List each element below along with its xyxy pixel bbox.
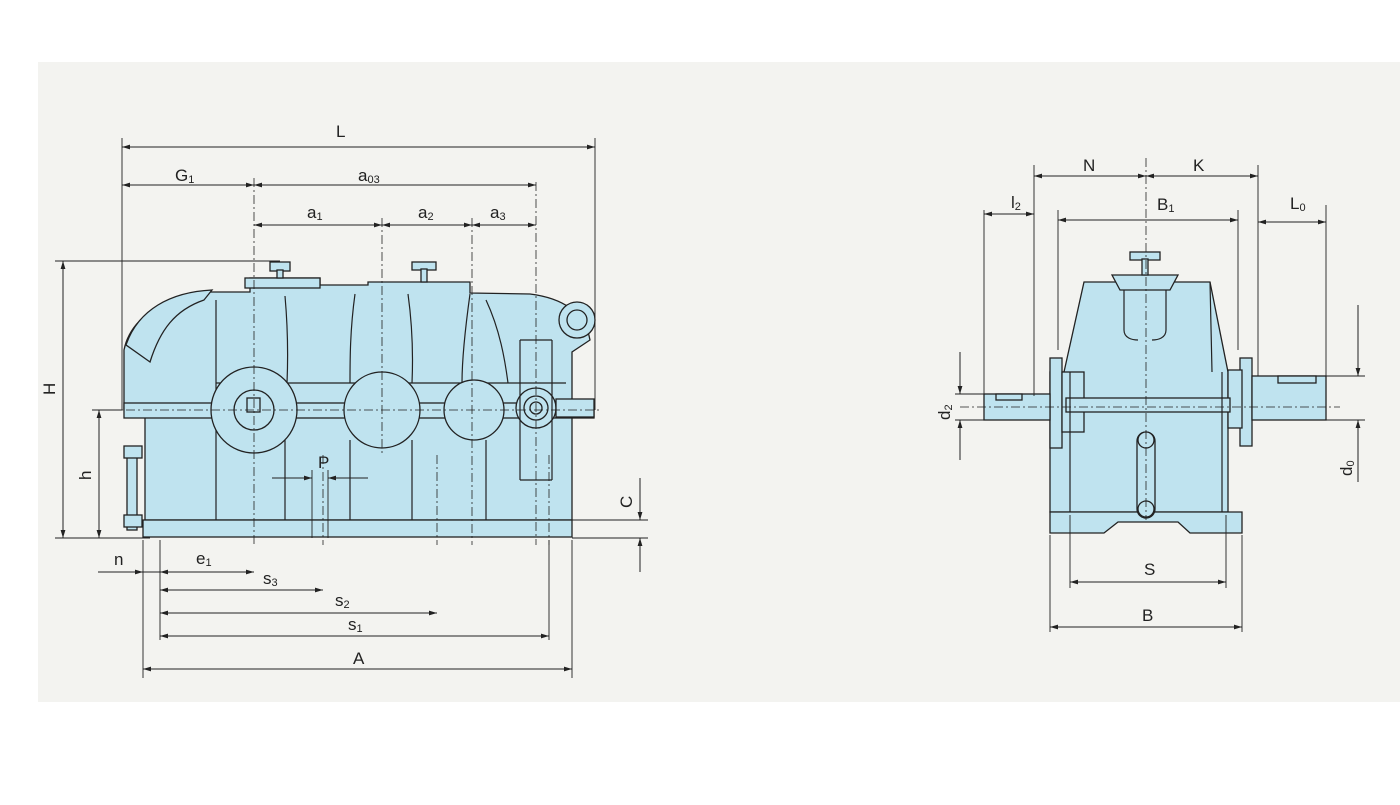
label-e1: e1 [196, 549, 212, 569]
oil-gauge-bottom [123, 514, 143, 528]
output-shaft [555, 398, 595, 418]
label-N: N [1083, 156, 1095, 175]
label-n: n [114, 550, 123, 569]
input-keyway [246, 397, 261, 413]
label-d2: d2 [935, 404, 955, 420]
side-vent-stem [1141, 258, 1149, 276]
inspection-cover [244, 277, 321, 289]
label-P: P [318, 453, 329, 472]
label-C: C [617, 496, 636, 508]
label-B: B [1142, 606, 1153, 625]
vent-stem-1 [276, 269, 284, 279]
side-body-lines [1069, 281, 1223, 512]
label-a2: a2 [418, 203, 434, 223]
label-L: L [336, 122, 345, 141]
input-key [995, 393, 1023, 401]
front-base [142, 519, 573, 538]
label-d0: d0 [1337, 460, 1357, 476]
lifting-hook [125, 289, 214, 364]
side-rib-top [1123, 290, 1167, 341]
centerlines [92, 178, 600, 545]
label-h: h [76, 471, 95, 480]
label-H: H [40, 383, 59, 395]
label-A: A [353, 649, 365, 668]
side-view: N K l2 B1 L0 d2 d0 S B [935, 156, 1365, 632]
label-B1: B1 [1157, 195, 1174, 215]
label-l2: l2 [1011, 193, 1021, 213]
lifting-eye-hole [566, 309, 588, 331]
output-key [1277, 375, 1317, 384]
left-flange [1049, 357, 1063, 449]
front-view: L G1 a03 a1 a2 a3 H h P C n e1 s3 s2 [40, 122, 648, 678]
label-K: K [1193, 156, 1205, 175]
label-a3: a3 [490, 203, 506, 223]
label-a1: a1 [307, 203, 323, 223]
side-centerlines [960, 158, 1340, 520]
label-a03: a03 [358, 166, 380, 186]
label-s1: s1 [348, 615, 363, 635]
vent-stem-2 [420, 268, 428, 283]
side-base [1049, 511, 1243, 534]
label-s2: s2 [335, 591, 350, 611]
label-s3: s3 [263, 569, 278, 589]
label-L0: L0 [1290, 194, 1306, 214]
side-cap [1110, 274, 1180, 291]
label-S: S [1144, 560, 1155, 579]
label-G1: G1 [175, 166, 194, 186]
oil-gauge-top [123, 445, 143, 459]
side-extension-lines [955, 165, 1365, 632]
inner-shaft [1065, 397, 1231, 413]
